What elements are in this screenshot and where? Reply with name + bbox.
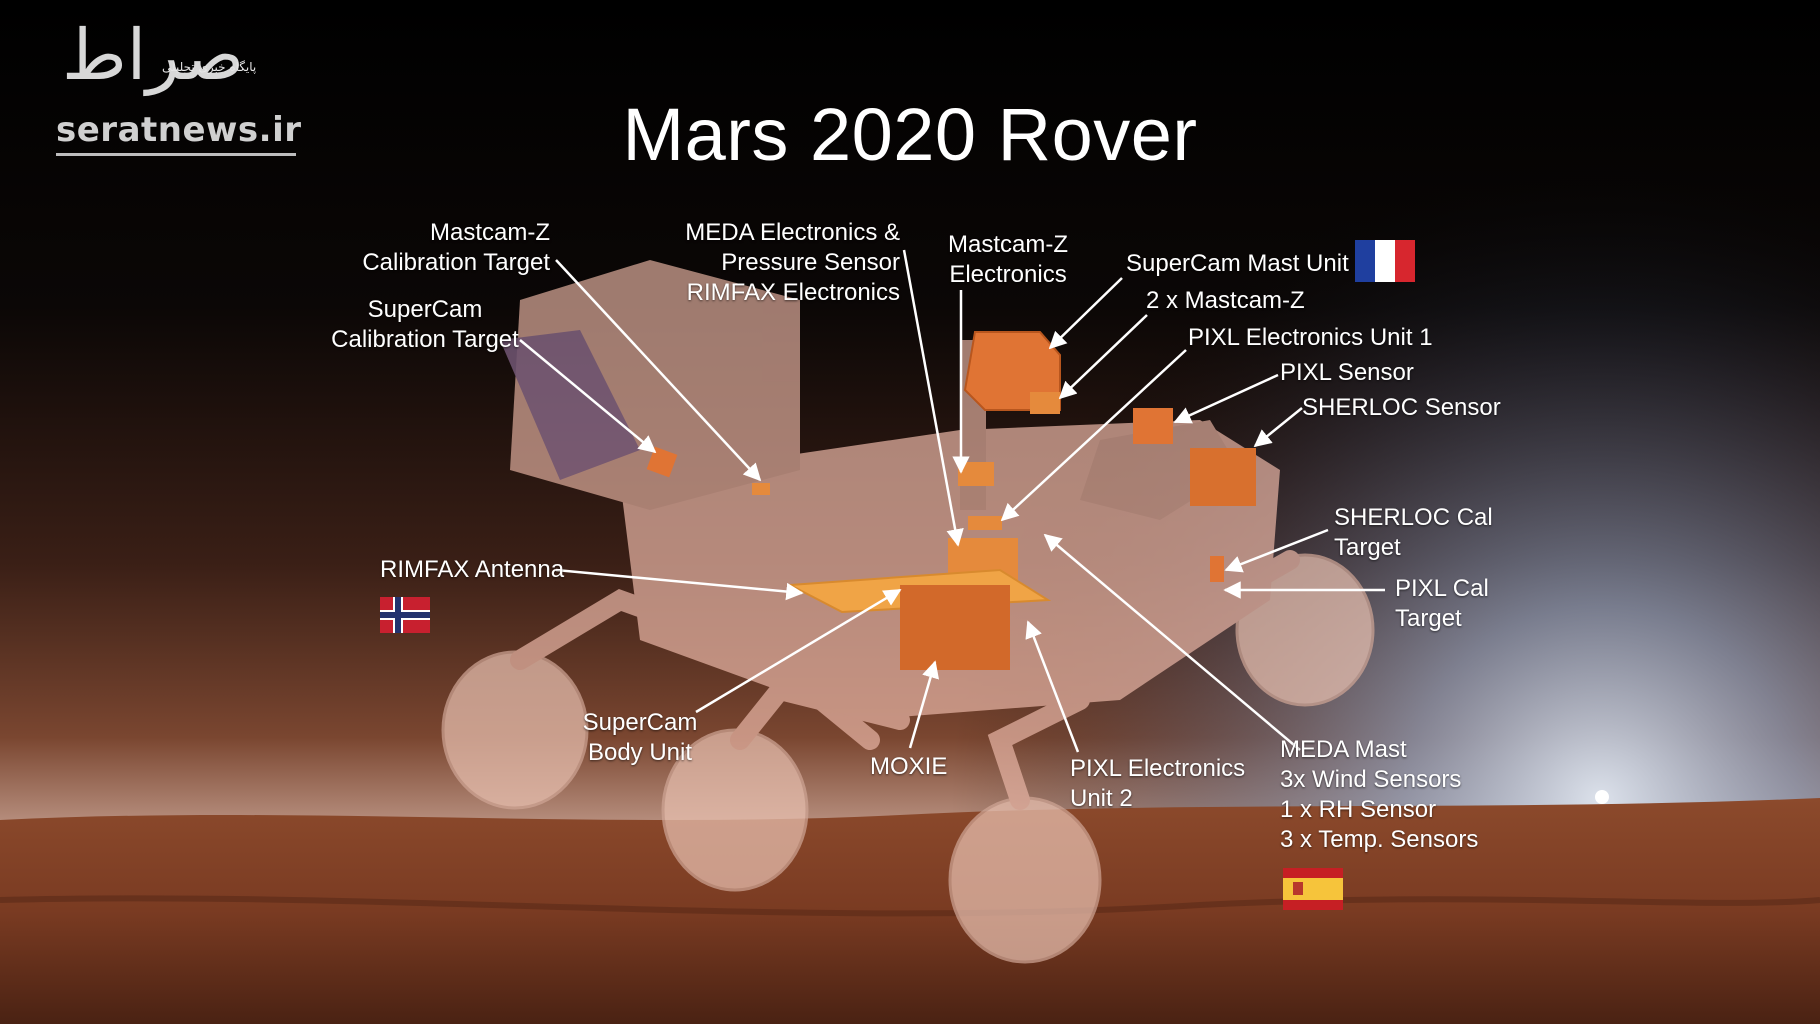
mastcam-z-cal-target-shape xyxy=(752,483,770,495)
mastcam-z-pair-shape xyxy=(1030,392,1060,414)
page-title: Mars 2020 Rover xyxy=(622,93,1198,176)
instruments xyxy=(646,331,1256,670)
supercam-cal-target-shape xyxy=(646,446,678,478)
label-supercam-body-unit: SuperCam Body Unit xyxy=(582,709,698,766)
label-pixl-electronics-unit-1: PIXL Electronics Unit 1 xyxy=(1188,324,1433,351)
label-meda-electronics: MEDA Electronics & Pressure Sensor RIMFA… xyxy=(685,219,900,306)
sherloc-cal-target-shape xyxy=(1210,556,1224,582)
wheel-rear-left xyxy=(441,650,589,810)
watermark-underline xyxy=(56,153,296,156)
watermark-site: seratnews.ir xyxy=(56,110,302,150)
label-supercam-mast-unit: SuperCam Mast Unit xyxy=(1126,250,1349,277)
watermark-subtitle: پایگاه خبری تحلیلی xyxy=(162,60,257,74)
moxie-shape xyxy=(900,585,1010,670)
watermark-logo-glyph: صراط xyxy=(62,14,245,96)
sun xyxy=(1595,790,1609,804)
flag-france xyxy=(1355,240,1415,282)
label-mastcam-z-calibration-target: Mastcam-Z Calibration Target xyxy=(362,219,550,276)
pixl-sensor-shape xyxy=(1133,408,1173,444)
label-pixl-sensor: PIXL Sensor xyxy=(1280,359,1414,386)
label-pixl-electronics-unit-2: PIXL Electronics Unit 2 xyxy=(1070,755,1246,812)
seratnews-watermark: صراط پایگاه خبری تحلیلی seratnews.ir xyxy=(52,10,302,160)
pixl-electronics-unit-1-shape xyxy=(968,516,1002,530)
label-2x-mastcam-z: 2 x Mastcam-Z xyxy=(1146,287,1305,314)
label-sherloc-cal-target: SHERLOC Cal Target xyxy=(1334,504,1493,561)
label-rimfax-antenna: RIMFAX Antenna xyxy=(380,556,565,583)
flag-norway xyxy=(380,597,430,633)
sherloc-sensor-shape xyxy=(1190,448,1256,506)
label-meda-mast: MEDA Mast 3x Wind Sensors 1 x RH Sensor … xyxy=(1280,736,1479,853)
leader-lines xyxy=(519,249,1385,753)
flag-spain xyxy=(1283,868,1343,910)
label-supercam-calibration-target: SuperCam Calibration Target xyxy=(331,296,519,353)
mastcam-z-electronics-shape xyxy=(958,462,994,486)
label-pixl-cal-target: PIXL Cal Target xyxy=(1395,575,1489,632)
wheel-front-left xyxy=(948,796,1102,964)
label-sherloc-sensor: SHERLOC Sensor xyxy=(1302,394,1501,421)
wheel-mid-left xyxy=(661,728,809,892)
label-moxie: MOXIE xyxy=(870,753,948,780)
wheel-front-right xyxy=(1235,553,1375,707)
label-mastcam-z-electronics: Mastcam-Z Electronics xyxy=(948,231,1068,288)
